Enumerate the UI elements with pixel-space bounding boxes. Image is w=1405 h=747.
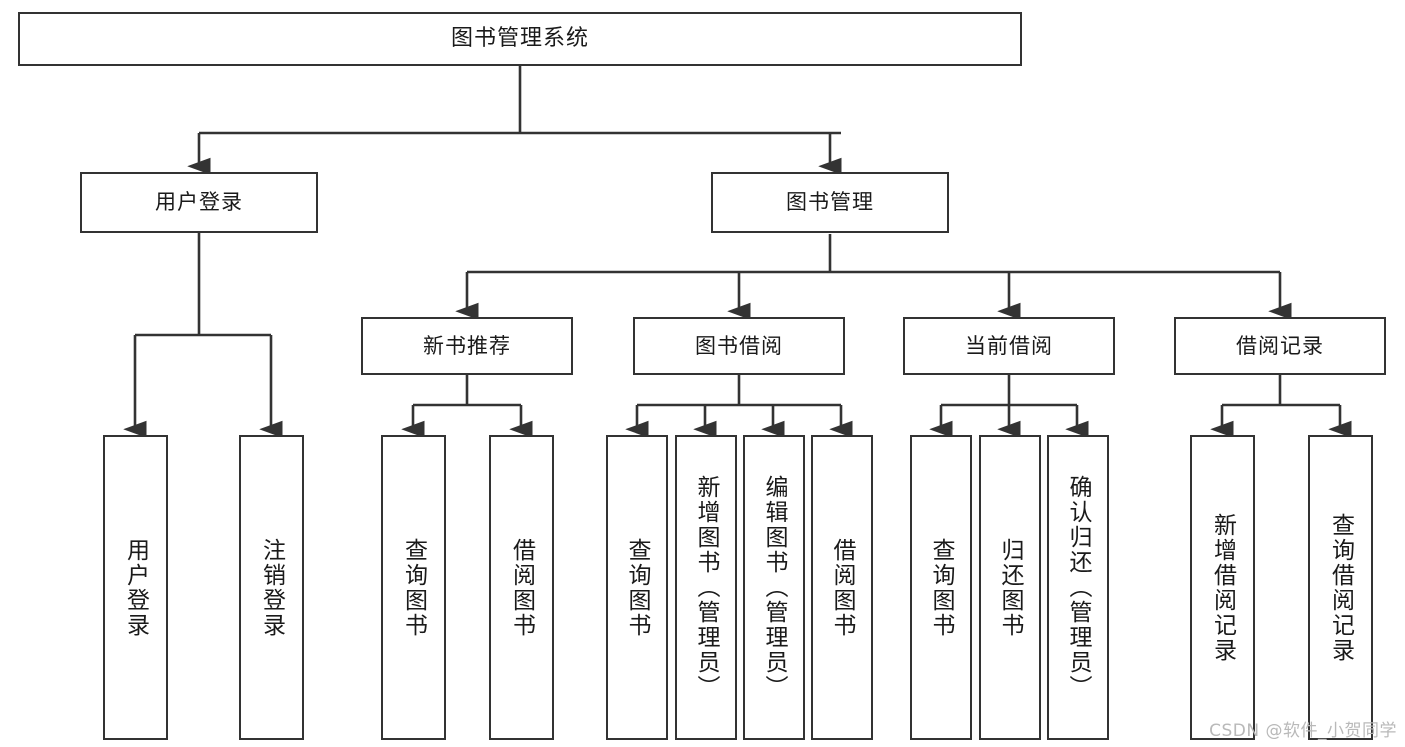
node-leaf-query-record-label: 查询借阅记录: [1327, 512, 1354, 663]
node-borrow-record[interactable]: 借阅记录: [1174, 317, 1386, 375]
node-leaf-user-login-label: 用户登录: [122, 537, 149, 638]
node-leaf-logout-login-label: 注销登录: [258, 537, 285, 638]
node-new-book-recommend[interactable]: 新书推荐: [361, 317, 573, 375]
node-borrow-record-label: 借阅记录: [1236, 333, 1324, 358]
node-leaf-add-book-label: 新增图书（管理员）: [693, 475, 720, 700]
node-root[interactable]: 图书管理系统: [18, 12, 1022, 66]
node-leaf-query-book-2[interactable]: 查询图书: [606, 435, 668, 740]
node-leaf-confirm-return-label: 确认归还（管理员）: [1065, 475, 1092, 700]
node-leaf-query-book-1[interactable]: 查询图书: [381, 435, 446, 740]
node-leaf-query-book-1-label: 查询图书: [400, 537, 427, 638]
node-leaf-borrow-book-1-label: 借阅图书: [508, 537, 535, 638]
node-leaf-query-book-3[interactable]: 查询图书: [910, 435, 972, 740]
node-leaf-query-book-3-label: 查询图书: [928, 537, 955, 638]
node-leaf-borrow-book-2-label: 借阅图书: [829, 537, 856, 638]
node-user-login-label: 用户登录: [155, 190, 243, 215]
csdn-watermark: CSDN @软件_小贺同学: [1209, 721, 1397, 741]
node-new-book-recommend-label: 新书推荐: [423, 333, 511, 358]
node-current-borrow-label: 当前借阅: [965, 333, 1053, 358]
node-leaf-logout-login[interactable]: 注销登录: [239, 435, 304, 740]
node-leaf-add-record-label: 新增借阅记录: [1209, 512, 1236, 663]
node-leaf-query-record[interactable]: 查询借阅记录: [1308, 435, 1373, 740]
node-leaf-edit-book-label: 编辑图书（管理员）: [761, 475, 788, 700]
node-book-borrow-label: 图书借阅: [695, 333, 783, 358]
node-book-manage[interactable]: 图书管理: [711, 172, 949, 233]
node-leaf-borrow-book-1[interactable]: 借阅图书: [489, 435, 554, 740]
node-leaf-return-book-label: 归还图书: [997, 537, 1024, 638]
node-leaf-return-book[interactable]: 归还图书: [979, 435, 1041, 740]
node-leaf-confirm-return[interactable]: 确认归还（管理员）: [1047, 435, 1109, 740]
node-leaf-borrow-book-2[interactable]: 借阅图书: [811, 435, 873, 740]
node-leaf-add-record[interactable]: 新增借阅记录: [1190, 435, 1255, 740]
node-user-login[interactable]: 用户登录: [80, 172, 318, 233]
node-leaf-user-login[interactable]: 用户登录: [103, 435, 168, 740]
node-root-label: 图书管理系统: [450, 26, 589, 52]
node-leaf-edit-book[interactable]: 编辑图书（管理员）: [743, 435, 805, 740]
node-book-borrow[interactable]: 图书借阅: [633, 317, 845, 375]
node-leaf-query-book-2-label: 查询图书: [624, 537, 651, 638]
node-book-manage-label: 图书管理: [786, 190, 874, 215]
node-leaf-add-book[interactable]: 新增图书（管理员）: [675, 435, 737, 740]
node-current-borrow[interactable]: 当前借阅: [903, 317, 1115, 375]
